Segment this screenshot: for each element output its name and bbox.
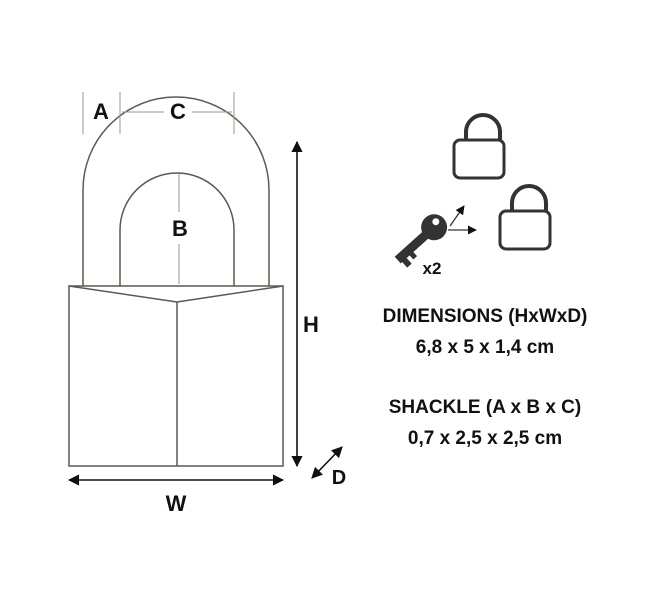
depth-arrow bbox=[311, 446, 343, 479]
body-top-bevel bbox=[68, 285, 284, 303]
shackle-value: 0,7 x 2,5 x 2,5 cm bbox=[407, 428, 563, 449]
label-w: W bbox=[166, 491, 187, 516]
padlock-icon bbox=[498, 184, 552, 251]
label-b: B bbox=[172, 216, 188, 241]
keys-count-label: x2 bbox=[423, 259, 442, 278]
shackle-inner bbox=[119, 172, 235, 286]
dimensions-value: 6,8 x 5 x 1,4 cm bbox=[415, 337, 555, 358]
padlock-drawing bbox=[68, 96, 284, 467]
dimensions-title: DIMENSIONS (HxWxD) bbox=[382, 306, 588, 327]
shackle-title: SHACKLE (A x B x C) bbox=[388, 397, 582, 418]
key-icon bbox=[394, 214, 448, 268]
label-a: A bbox=[93, 99, 109, 124]
key-arrow-up bbox=[449, 205, 465, 227]
shackle-outer bbox=[82, 96, 270, 286]
dimension-guides bbox=[82, 92, 235, 284]
padlock-body bbox=[68, 285, 284, 467]
padlock-icon bbox=[452, 113, 506, 180]
label-h: H bbox=[303, 312, 319, 337]
label-d: D bbox=[332, 467, 346, 489]
label-c: C bbox=[170, 99, 186, 124]
